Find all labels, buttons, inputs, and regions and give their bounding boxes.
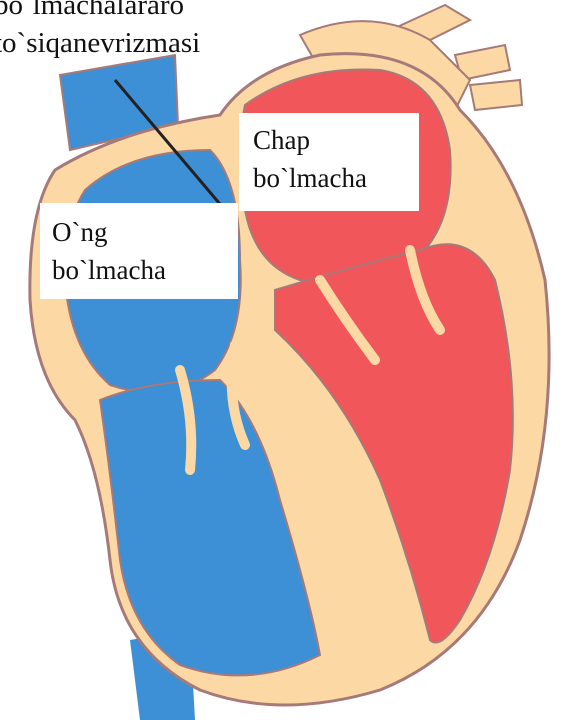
right-atrium-label-line-1: O`ng xyxy=(52,213,238,251)
left-atrium-label: Chap bo`lmacha xyxy=(239,113,419,211)
left-atrium-label-line-2: bo`lmacha xyxy=(253,159,419,197)
caption-line-1: bo`lmachalararo xyxy=(0,0,200,24)
right-atrium-label-line-2: bo`lmacha xyxy=(52,251,238,289)
caption-line-2: to`siqanevrizmasi xyxy=(0,24,200,62)
left-atrium-label-line-1: Chap xyxy=(253,121,419,159)
right-atrium-label: O`ng bo`lmacha xyxy=(40,203,238,299)
septal-aneurysm-caption: bo`lmachalararo to`siqanevrizmasi xyxy=(0,0,200,62)
